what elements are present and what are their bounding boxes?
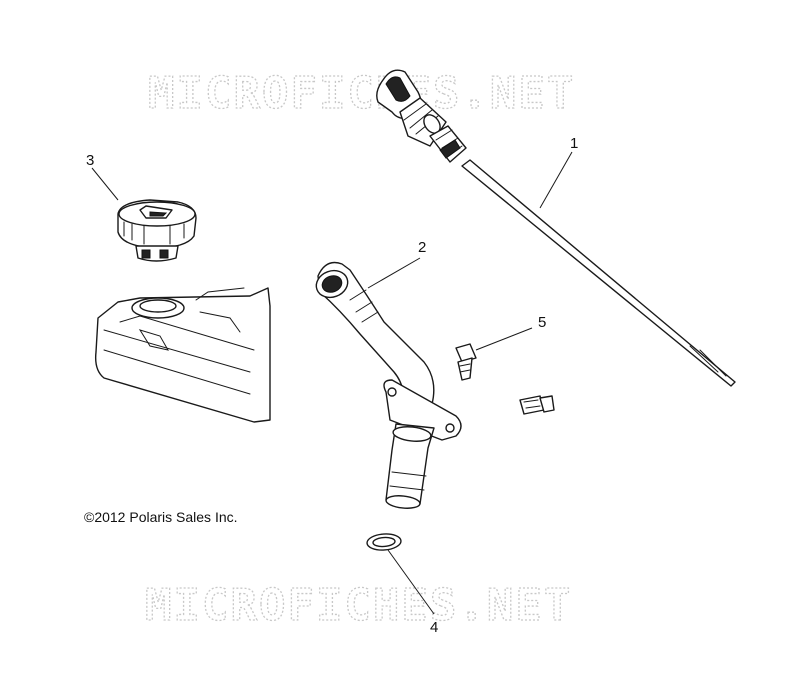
bolt-part-upper <box>455 343 477 381</box>
leader-lines <box>91 151 573 615</box>
copyright-notice: ©2012 Polaris Sales Inc. <box>84 509 238 525</box>
callout-3-oil-cap: 3 <box>86 152 94 169</box>
valve-cover-context <box>94 287 271 423</box>
callout-4-o-ring: 4 <box>430 619 438 636</box>
dipstick-part <box>376 69 736 387</box>
watermark-bottom: MICROFICHES.NET <box>145 580 572 631</box>
fill-tube-part <box>315 261 462 509</box>
watermark-top: MICROFICHES.NET <box>148 68 575 119</box>
oil-cap-part <box>117 199 197 262</box>
callout-2-fill-tube: 2 <box>418 239 426 256</box>
bolt-part-lower <box>519 395 555 415</box>
o-ring-part <box>366 533 402 551</box>
callout-5-bolt: 5 <box>538 314 546 331</box>
callout-1-dipstick: 1 <box>570 135 578 152</box>
